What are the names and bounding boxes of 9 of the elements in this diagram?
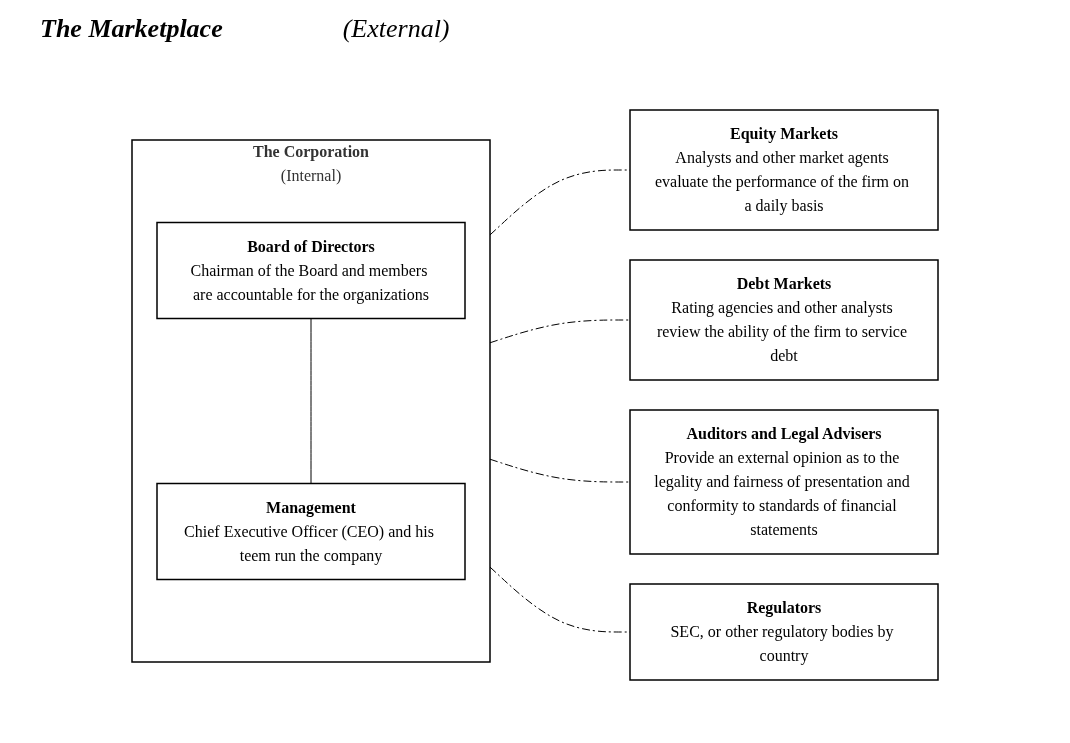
scope-note: (External): [342, 14, 450, 45]
node-box: Debt Markets Rating agencies and other analysts review the ability of the firm to service debt: [629, 259, 939, 381]
marketplace-heading: The Marketplace: [40, 14, 223, 45]
connector: [310, 318, 312, 484]
node-box: Management Chief Executive Officer (CEO) and his teem run the company: [156, 482, 466, 581]
node-box: Board of Directors Chairman of the Board and members are accountable for the organizations: [156, 221, 466, 320]
node-box: Equity Markets Analysts and other market agents evaluate the performance of the firm on a daily basis: [629, 109, 939, 231]
node-box: Auditors and Legal Advisers Provide an external opinion as to the legality and fairness of presentation and conformity to standards of financial statements: [629, 409, 939, 555]
node-box: Regulators SEC, or other regulatory bodies by country: [629, 583, 939, 681]
